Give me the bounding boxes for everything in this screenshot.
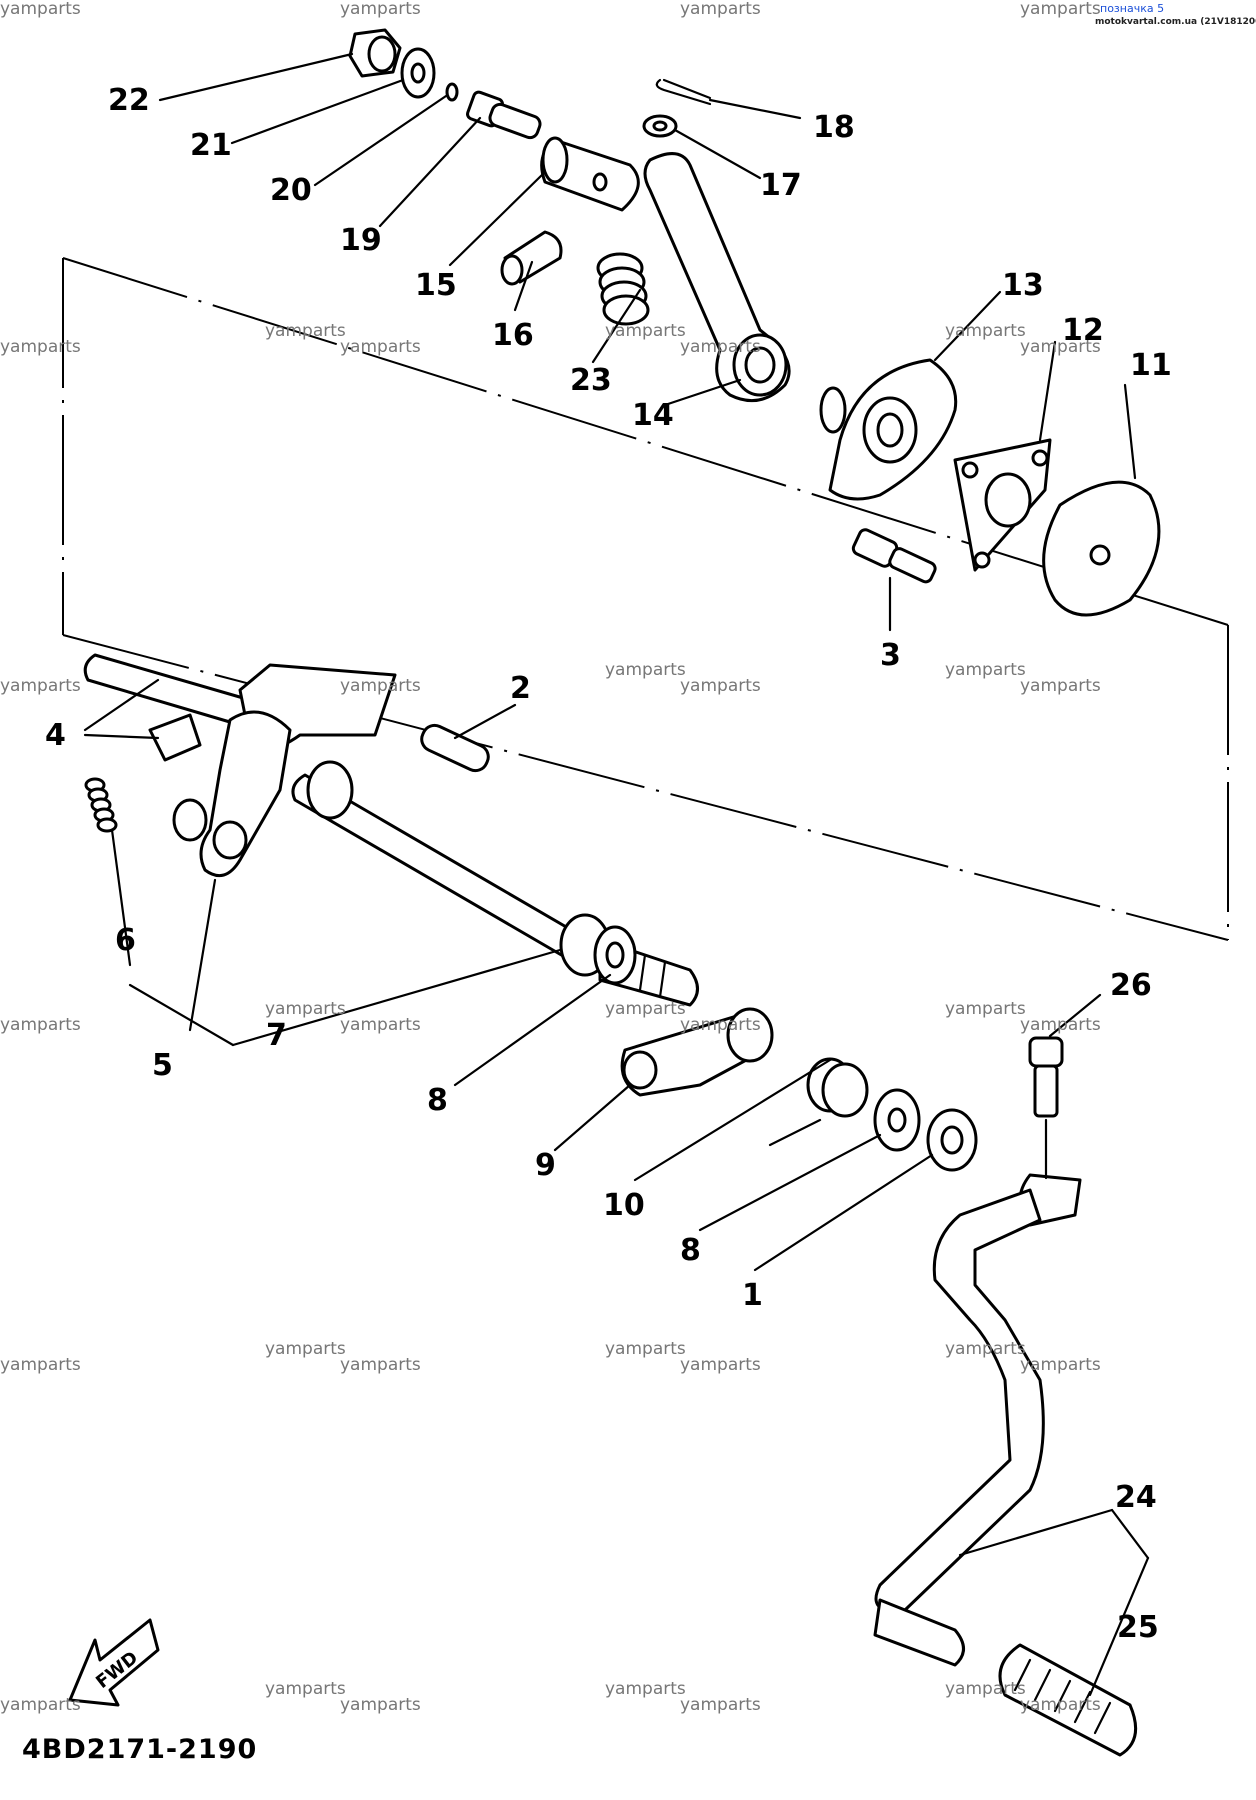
watermark-text: yamparts [340,1695,421,1715]
plate-12 [953,438,1052,572]
rubber-25 [998,1643,1138,1757]
callout-13: 13 [1002,268,1044,303]
spring-23 [596,252,650,326]
fwd-arrow: FWD [68,1618,160,1707]
callout-5: 5 [152,1048,173,1083]
callout-14: 14 [632,398,674,433]
collar-8 [593,925,637,985]
washer-17 [642,114,678,138]
watermark-text: yamparts [0,676,81,696]
watermark-text: yamparts [680,1355,761,1375]
washer-21 [400,47,436,99]
cotter-pin-18 [655,78,712,106]
callout-11: 11 [1130,348,1172,383]
spring-10 [768,1057,869,1147]
watermark-text: yamparts [945,999,1026,1019]
watermark-text: yamparts [0,1695,81,1715]
watermark-text: yamparts [265,1679,346,1699]
arm-9 [620,1007,774,1097]
diagram-code: 4BD2171-2190 [22,1734,257,1765]
watermark-text: yamparts [1020,1355,1101,1375]
bolt-3 [851,528,937,584]
spring-6 [84,777,118,833]
watermark-text: yamparts [605,660,686,680]
callout-8-upper: 8 [427,1083,448,1118]
watermark-text: yamparts [265,1339,346,1359]
callout-17: 17 [760,168,802,203]
callout-9: 9 [535,1148,556,1183]
watermark-text: yamparts [340,0,421,19]
callout-12: 12 [1062,313,1104,348]
watermark-text: yamparts [605,321,686,341]
callout-21: 21 [190,128,232,163]
o-ring-20 [445,82,459,102]
callout-4: 4 [45,718,66,753]
header-site: motokvartal.com.ua (21V181200000) [1095,17,1256,27]
callout-15: 15 [415,268,457,303]
watermark-text: yamparts [340,337,421,357]
watermark-text: yamparts [265,321,346,341]
watermark-text: yamparts [0,1015,81,1035]
watermark-text: yamparts [340,1015,421,1035]
watermark-text: yamparts [945,660,1026,680]
watermark-text: yamparts [680,0,761,19]
plate-13 [819,358,958,501]
watermark-text: yamparts [265,999,346,1019]
watermark-text: yamparts [605,1339,686,1359]
watermark-text: yamparts [1020,1695,1101,1715]
callout-3: 3 [880,638,901,673]
cover-11 [1042,480,1161,617]
callout-7: 7 [266,1018,287,1053]
watermark-text: yamparts [1020,337,1101,357]
header-tag: позначка 5 [1100,2,1164,15]
callout-10: 10 [603,1188,645,1223]
callout-20: 20 [270,173,312,208]
watermark-text: yamparts [945,1339,1026,1359]
watermark-text: yamparts [945,321,1026,341]
callout-25: 25 [1117,1610,1159,1645]
callout-26: 26 [1110,968,1152,1003]
watermark-text: yamparts [1020,676,1101,696]
watermark-text: yamparts [605,999,686,1019]
washer-8 [873,1088,921,1152]
pin-2 [420,723,490,773]
callout-22: 22 [108,83,150,118]
callout-8-lower: 8 [680,1233,701,1268]
watermark-text: yamparts [680,337,761,357]
callout-24: 24 [1115,1480,1157,1515]
lever-5 [172,710,292,878]
callout-18: 18 [813,110,855,145]
collar-1 [926,1108,978,1172]
shift-arm-14 [643,152,791,403]
callout-2: 2 [510,671,531,706]
watermark-text: yamparts [605,1679,686,1699]
watermark-text: yamparts [0,0,81,19]
watermark-text: yamparts [1020,0,1101,19]
watermark-text: yamparts [0,1355,81,1375]
bolt-19 [466,90,542,140]
callouts: 22 21 20 19 15 16 23 14 18 17 13 12 11 3… [45,83,1172,1645]
callout-1: 1 [742,1278,763,1313]
callout-23: 23 [570,363,612,398]
pin-16 [500,230,563,286]
watermark-text: yamparts [0,337,81,357]
watermark-text: yamparts [680,1695,761,1715]
watermark-text: yamparts [945,1679,1026,1699]
shift-pedal-24 [873,1173,1082,1667]
callout-19: 19 [340,223,382,258]
callout-16: 16 [492,318,534,353]
leader-lines [83,52,1150,1697]
watermark-text: yamparts [340,676,421,696]
nut-22 [348,28,402,78]
bolt-26 [1028,1036,1064,1118]
callout-6: 6 [115,923,136,958]
watermark-text: yamparts [1020,1015,1101,1035]
watermark-text: yamparts [680,1015,761,1035]
watermark-text: yamparts [680,676,761,696]
joint-15 [540,136,640,212]
watermark-text: yamparts [340,1355,421,1375]
